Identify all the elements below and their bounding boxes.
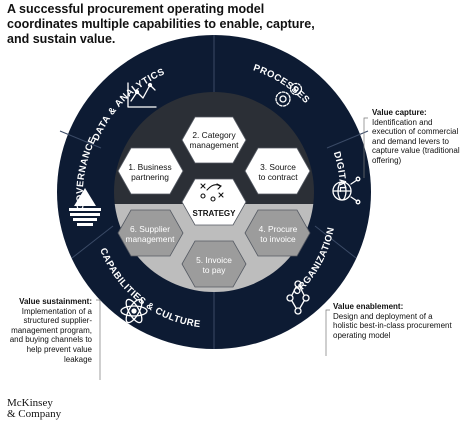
svg-text:to pay: to pay — [203, 265, 227, 275]
svg-text:6. Supplier: 6. Supplier — [130, 224, 170, 234]
globe-network-icon — [332, 176, 361, 205]
org-tree-icon — [286, 280, 310, 315]
hexagon-supplier-management: 6. Supplier management — [117, 209, 184, 257]
mckinsey-logo: McKinsey & Company — [7, 398, 61, 420]
svg-text:to invoice: to invoice — [260, 234, 296, 244]
pyramid-icon — [69, 188, 101, 226]
hexagon-source-to-contract: 3. Source to contract — [244, 147, 311, 195]
svg-text:management: management — [126, 234, 176, 244]
logo-line-2: & Company — [7, 408, 62, 420]
atom-icon — [120, 298, 148, 324]
gears-icon — [275, 82, 303, 107]
svg-text:STRATEGY: STRATEGY — [193, 209, 237, 218]
analytics-icon — [127, 82, 157, 108]
logo-line-1: McKinsey — [7, 397, 53, 409]
callout-value-enablement-body: Design and deployment of a holistic best… — [333, 311, 452, 340]
callout-value-sustainment: Value sustainment: Implementation of a s… — [8, 297, 92, 364]
svg-text:1. Business: 1. Business — [128, 162, 171, 172]
svg-text:3. Source: 3. Source — [260, 162, 296, 172]
strategy-play-icon — [200, 183, 224, 202]
callout-value-capture-body: Identification and execution of commerci… — [372, 117, 460, 165]
callout-value-sustainment-body: Implementation of a structured supplier-… — [9, 306, 92, 364]
hexagon-strategy: STRATEGY — [181, 178, 247, 226]
callout-value-capture: Value capture: Identification and execut… — [372, 108, 464, 166]
callout-value-sustainment-heading: Value sustainment: — [19, 297, 92, 306]
svg-text:management: management — [190, 140, 240, 150]
callout-value-enablement-heading: Value enablement: — [333, 302, 404, 311]
hexagon-invoice-to-pay: 5. Invoice to pay — [181, 240, 247, 288]
svg-text:to contract: to contract — [258, 172, 298, 182]
svg-text:partnering: partnering — [131, 172, 169, 182]
hexagon-category-management: 2. Category management — [181, 116, 247, 164]
svg-text:5. Invoice: 5. Invoice — [196, 255, 232, 265]
hexagon-business-partnering: 1. Business partnering — [117, 147, 184, 195]
svg-text:2. Category: 2. Category — [192, 130, 236, 140]
callout-value-capture-heading: Value capture: — [372, 108, 427, 117]
page-title: A successful procurement operating model… — [7, 2, 315, 46]
svg-text:4. Procure: 4. Procure — [259, 224, 298, 234]
hexagon-procure-to-invoice: 4. Procure to invoice — [244, 209, 311, 257]
callout-leaders — [96, 117, 368, 380]
ring-dividers — [59, 35, 369, 349]
callout-value-enablement: Value enablement: Design and deployment … — [333, 302, 453, 340]
